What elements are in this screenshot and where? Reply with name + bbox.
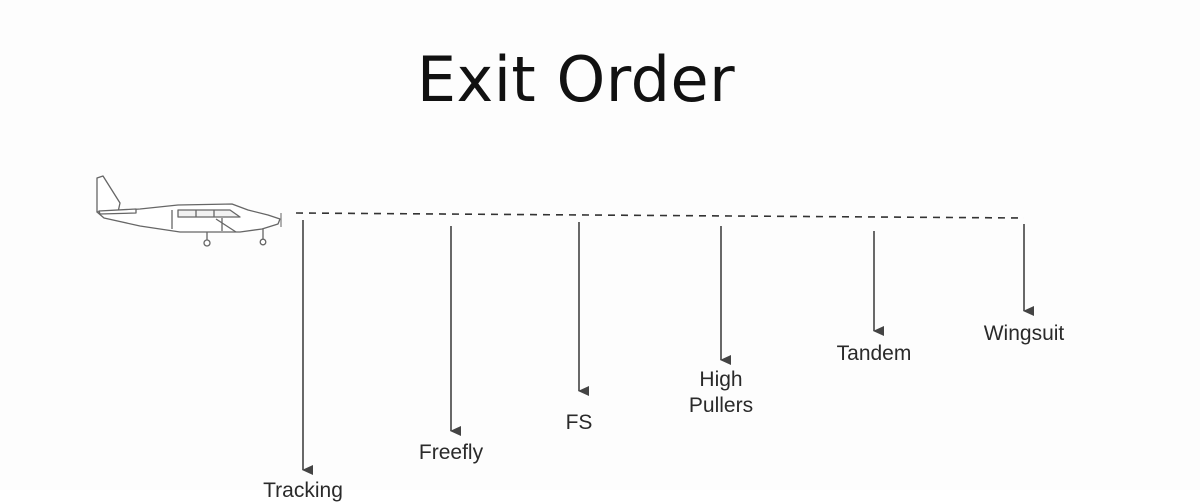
exit-label-6: Wingsuit xyxy=(983,322,1065,345)
exit-label-2: Freefly xyxy=(418,441,484,464)
diagram-title: Exit Order xyxy=(416,43,736,116)
exit-label-1: Tracking xyxy=(263,479,343,502)
exit-label-4: High Pullers xyxy=(688,368,754,417)
airplane-icon xyxy=(96,175,282,247)
exit-arrows xyxy=(302,220,1034,475)
flight-path-line xyxy=(295,212,1025,219)
exit-order-diagram xyxy=(96,175,1034,475)
slide: Exit Order xyxy=(96,43,1065,502)
exit-label-5: Tandem xyxy=(836,342,912,365)
exit-label-3: FS xyxy=(565,411,593,434)
